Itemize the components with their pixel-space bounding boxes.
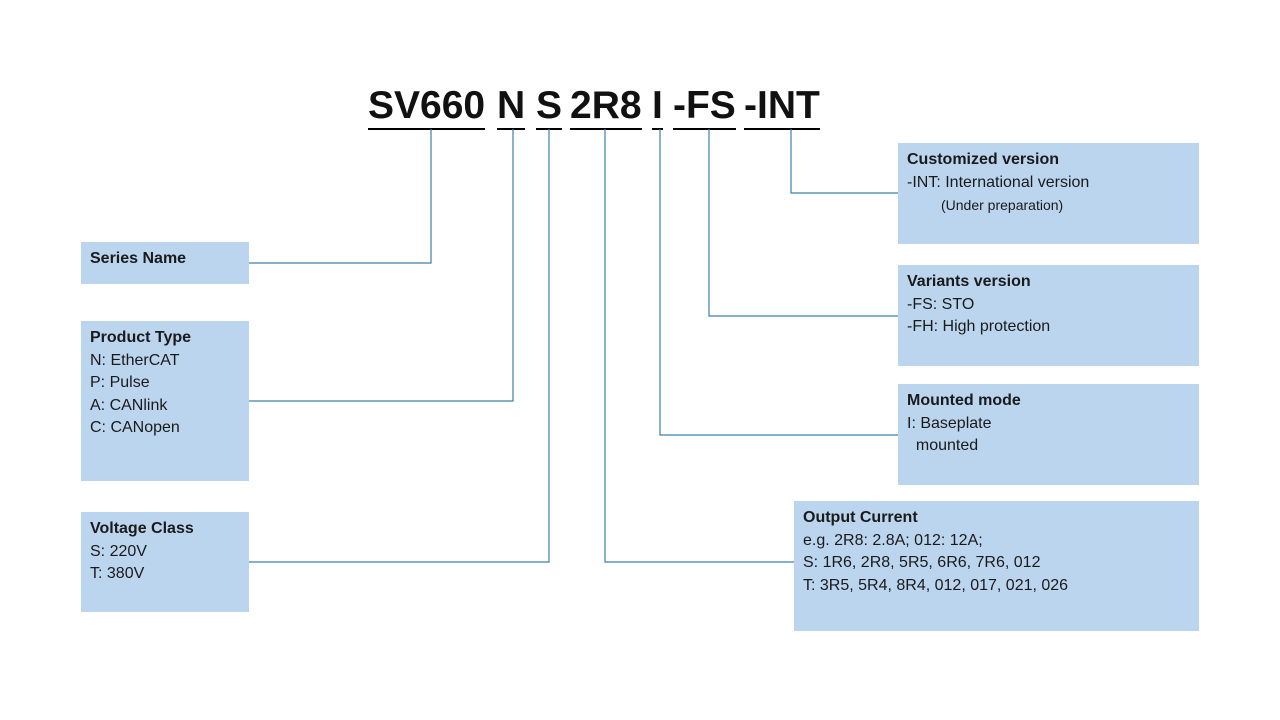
variants-version-title: Variants version (907, 273, 1031, 290)
customized-version-title: Customized version (907, 151, 1060, 168)
variants-version-line: -FH: High protection (907, 318, 1051, 335)
voltage-class-title: Voltage Class (90, 520, 194, 537)
variants-version-box: Variants version -FS: STO -FH: High prot… (898, 265, 1199, 366)
voltage-class-box: Voltage Class S: 220V T: 380V (81, 512, 249, 612)
product-type-line: P: Pulse (90, 374, 150, 391)
customized-version-line: -INT: International version (907, 173, 1090, 191)
product-type-line: C: CANopen (90, 419, 180, 436)
code-voltage: S (536, 84, 563, 130)
voltage-class-line: S: 220V (90, 542, 147, 560)
connector-mount (659, 129, 898, 436)
mounted-mode-line: I: Baseplate (907, 414, 992, 432)
voltage-class-line: T: 380V (90, 565, 145, 582)
code-variant: -FS (673, 84, 736, 130)
series-name-box: Series Name (81, 242, 249, 284)
connector-current (604, 129, 820, 563)
code-current: 2R8 (570, 84, 642, 130)
connector-series (249, 129, 432, 264)
product-type-line: A: CANlink (90, 396, 168, 414)
code-series: SV660 (368, 84, 486, 130)
mounted-mode-title: Mounted mode (907, 392, 1021, 409)
connector-custom (790, 129, 898, 194)
code-custom: -INT (744, 84, 820, 130)
output-current-line: e.g. 2R8: 2.8A; 012: 12A; (803, 531, 983, 549)
code-mount: I (652, 84, 663, 130)
output-current-line: T: 3R5, 5R4, 8R4, 012, 017, 021, 026 (803, 576, 1069, 594)
customized-version-box: Customized version -INT: International v… (898, 143, 1199, 244)
output-current-title: Output Current (803, 509, 918, 526)
code-product-type: N (497, 84, 526, 130)
connector-voltage (249, 129, 550, 563)
product-type-line: N: EtherCAT (90, 351, 180, 369)
connector-variant (708, 129, 898, 317)
product-type-box: Product Type N: EtherCAT P: Pulse A: CAN… (81, 321, 249, 481)
customized-version-note: (Under preparation) (941, 197, 1064, 213)
variants-version-line: -FS: STO (907, 295, 975, 313)
mounted-mode-line: mounted (907, 437, 979, 454)
output-current-box: Output Current e.g. 2R8: 2.8A; 012: 12A;… (794, 501, 1199, 631)
output-current-line: S: 1R6, 2R8, 5R5, 6R6, 7R6, 012 (803, 554, 1041, 571)
connector-product-type (249, 129, 514, 402)
series-name-title: Series Name (90, 250, 187, 267)
product-type-title: Product Type (90, 329, 192, 346)
mounted-mode-box: Mounted mode I: Baseplate mounted (898, 384, 1199, 485)
